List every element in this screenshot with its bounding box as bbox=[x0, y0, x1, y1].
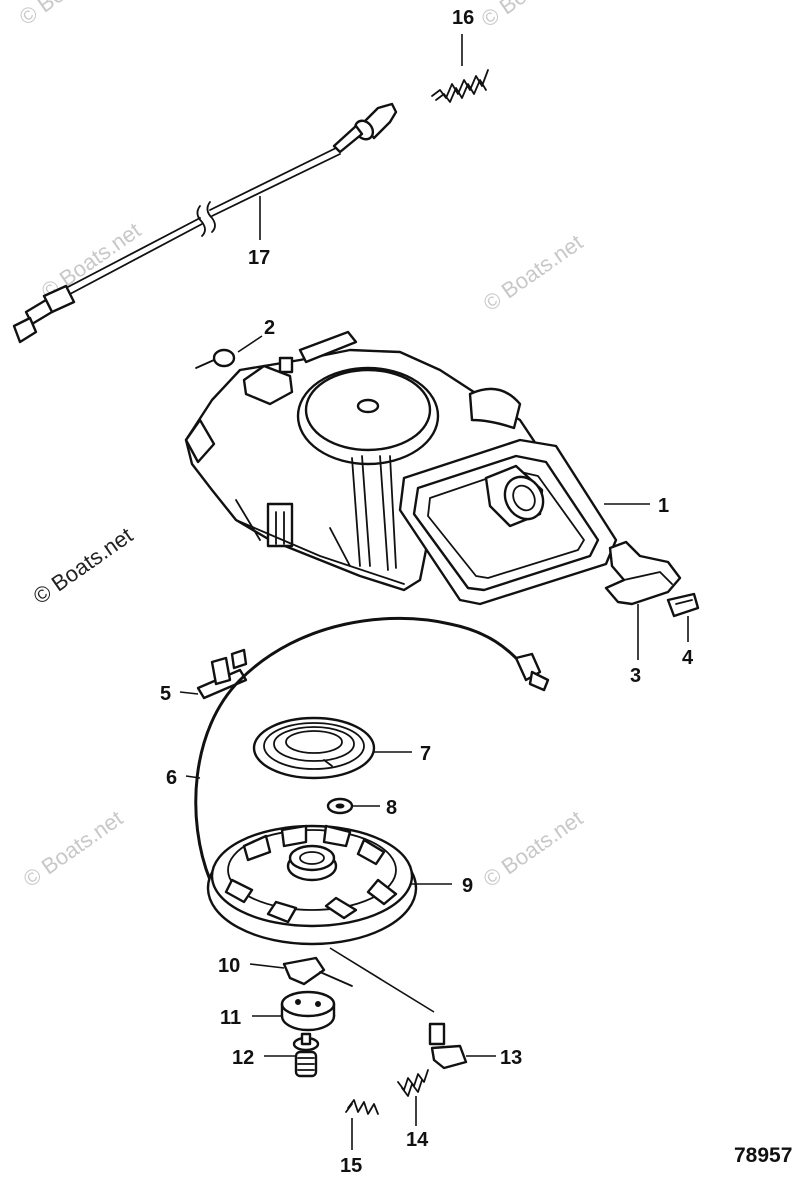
watermark-upper-right: © Boats.net bbox=[479, 229, 588, 316]
callout-10: 10 bbox=[218, 955, 240, 977]
callout-labels: 1 2 3 4 5 6 7 8 9 10 11 12 13 14 15 16 1… bbox=[160, 7, 694, 1177]
part-12-screw bbox=[264, 1032, 320, 1078]
part-7-rewind-spring bbox=[252, 716, 412, 780]
part-10-pawl bbox=[249, 956, 353, 987]
part-9-pulley bbox=[206, 824, 452, 946]
callout-11: 11 bbox=[220, 1007, 241, 1029]
callout-2: 2 bbox=[264, 317, 275, 339]
part-11-retainer bbox=[252, 990, 336, 1032]
callout-4: 4 bbox=[682, 647, 694, 669]
figure-number: 78957 bbox=[734, 1144, 792, 1167]
watermark-left-dark: © Boats.net bbox=[29, 522, 138, 609]
part-5-lockout bbox=[179, 648, 248, 700]
part-3-rope-handle bbox=[604, 540, 682, 660]
part-4-handle-insert bbox=[666, 592, 700, 642]
callout-8: 8 bbox=[386, 797, 397, 819]
callout-1: 1 bbox=[658, 495, 669, 517]
part-2-clip bbox=[195, 335, 263, 369]
callout-6: 6 bbox=[166, 767, 177, 789]
callout-16: 16 bbox=[452, 7, 474, 29]
callout-12: 12 bbox=[232, 1047, 254, 1069]
watermark-lower-left: © Boats.net bbox=[19, 805, 128, 892]
part-17-cable bbox=[12, 102, 398, 344]
watermark-top-left: © Boats.net bbox=[15, 0, 124, 30]
part-14-spring bbox=[397, 1069, 429, 1126]
callout-3: 3 bbox=[630, 665, 641, 687]
watermark-top-right: © Boats.net bbox=[477, 0, 586, 32]
callout-9: 9 bbox=[462, 875, 473, 897]
part-16-spring bbox=[431, 34, 489, 103]
callout-7: 7 bbox=[420, 743, 431, 765]
part-15-spring bbox=[345, 1099, 379, 1150]
callout-17: 17 bbox=[248, 247, 270, 269]
callout-13: 13 bbox=[500, 1047, 522, 1069]
part-1-starter-housing bbox=[184, 330, 650, 606]
callout-14: 14 bbox=[406, 1129, 429, 1151]
part-8-washer bbox=[326, 797, 380, 815]
callout-5: 5 bbox=[160, 683, 171, 705]
callout-15: 15 bbox=[340, 1155, 362, 1177]
part-6-starter-rope bbox=[185, 616, 550, 882]
part-13-link bbox=[329, 947, 496, 1070]
watermark-lower-right: © Boats.net bbox=[479, 805, 588, 892]
